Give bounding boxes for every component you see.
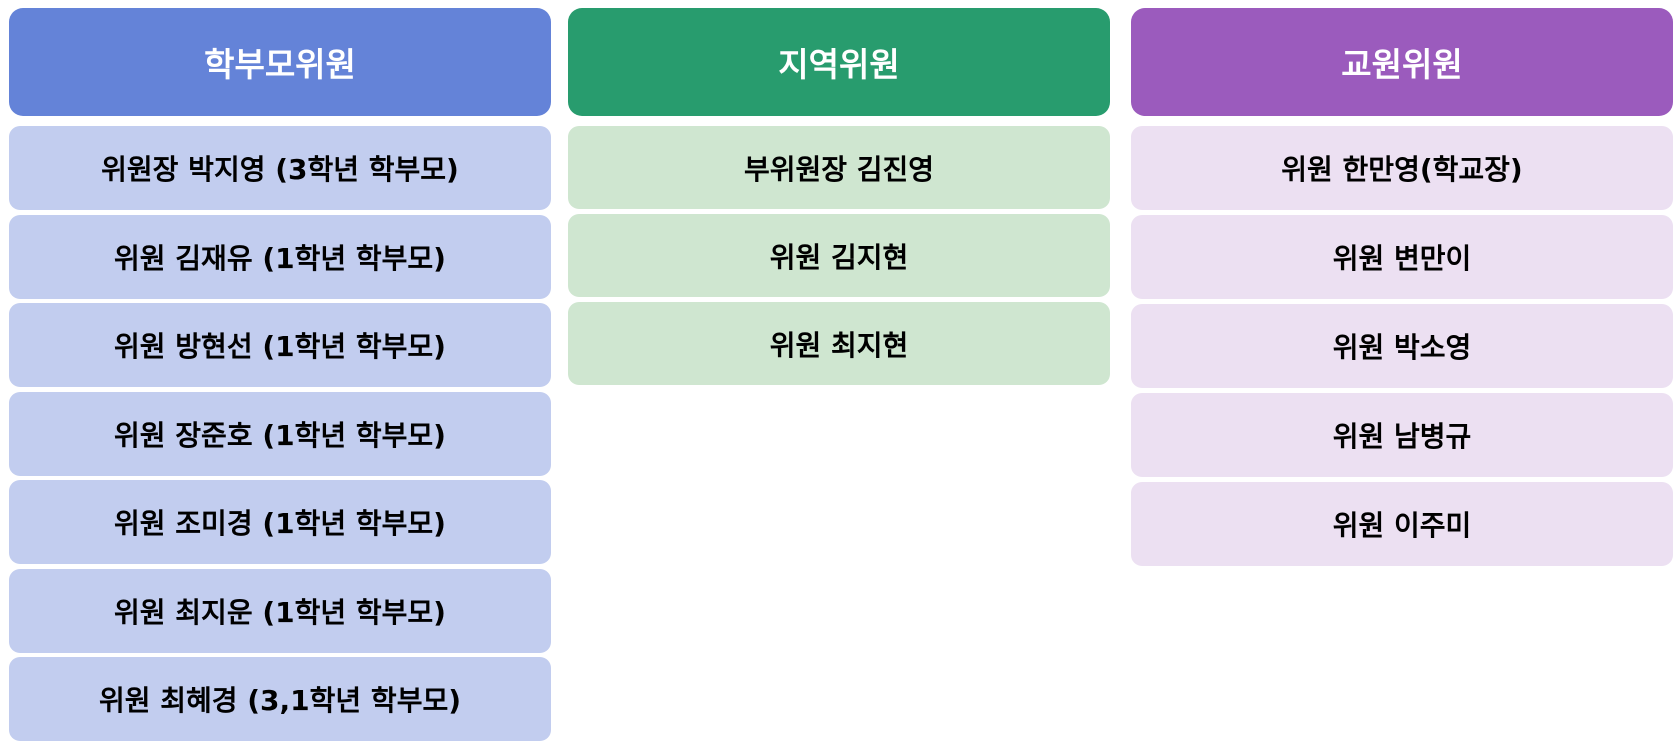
member-item: 위원 장준호 (1학년 학부모) [9,391,551,476]
list-teacher-members: 위원 한만영(학교장) 위원 변만이 위원 박소영 위원 남병규 위원 이주미 [1131,126,1673,566]
header-community-members: 지역위원 [568,8,1110,116]
member-item: 위원 남병규 [1131,393,1673,477]
member-item: 위원 김재유 (1학년 학부모) [9,214,551,299]
member-item: 부위원장 김진영 [568,126,1110,209]
member-item: 위원장 박지영 (3학년 학부모) [9,126,551,210]
member-item: 위원 최지현 [568,302,1110,385]
member-item: 위원 조미경 (1학년 학부모) [9,480,551,564]
member-item: 위원 한만영(학교장) [1131,126,1673,210]
member-item: 위원 최혜경 (3,1학년 학부모) [9,657,551,741]
column-parent-members: 학부모위원 위원장 박지영 (3학년 학부모) 위원 김재유 (1학년 학부모)… [9,8,551,746]
column-community-members: 지역위원 부위원장 김진영 위원 김지현 위원 최지현 [568,8,1110,390]
header-teacher-members: 교원위원 [1131,8,1673,116]
column-teacher-members: 교원위원 위원 한만영(학교장) 위원 변만이 위원 박소영 위원 남병규 위원… [1131,8,1673,571]
member-item: 위원 박소영 [1131,304,1673,388]
list-community-members: 부위원장 김진영 위원 김지현 위원 최지현 [568,126,1110,385]
member-item: 위원 방현선 (1학년 학부모) [9,303,551,387]
member-item: 위원 이주미 [1131,482,1673,566]
member-item: 위원 변만이 [1131,215,1673,299]
member-item: 위원 최지운 (1학년 학부모) [9,568,551,653]
header-parent-members: 학부모위원 [9,8,551,116]
member-item: 위원 김지현 [568,214,1110,297]
list-parent-members: 위원장 박지영 (3학년 학부모) 위원 김재유 (1학년 학부모) 위원 방현… [9,126,551,741]
